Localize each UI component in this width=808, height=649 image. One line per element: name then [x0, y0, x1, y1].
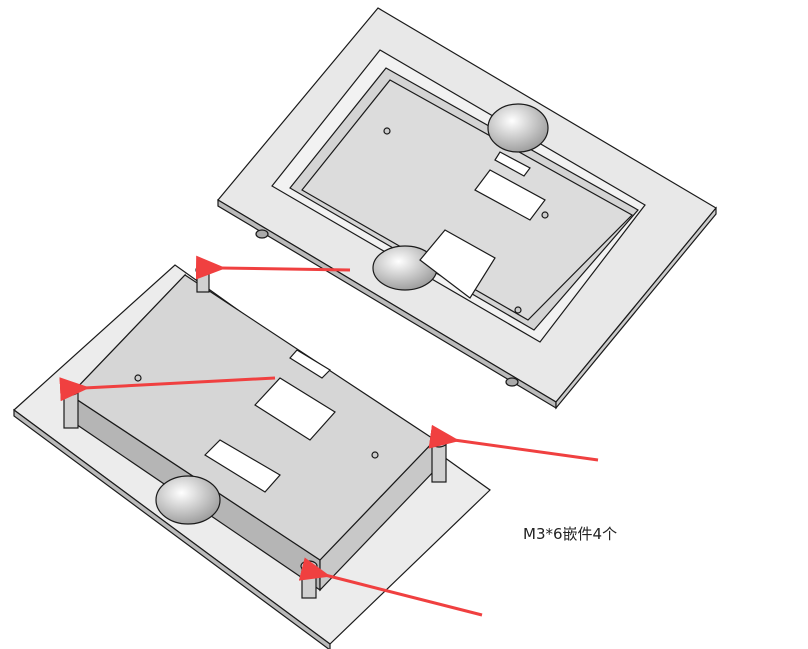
- callout-arrows: [59, 255, 599, 617]
- arrow-3: [428, 424, 599, 462]
- arrow-4: [298, 557, 483, 617]
- arrow-2: [59, 376, 276, 402]
- insert-annotation: M3*6嵌件4个: [523, 525, 618, 543]
- top-housing: [217, 7, 717, 410]
- bottom-housing: [13, 264, 491, 649]
- arrow-1: [195, 255, 351, 280]
